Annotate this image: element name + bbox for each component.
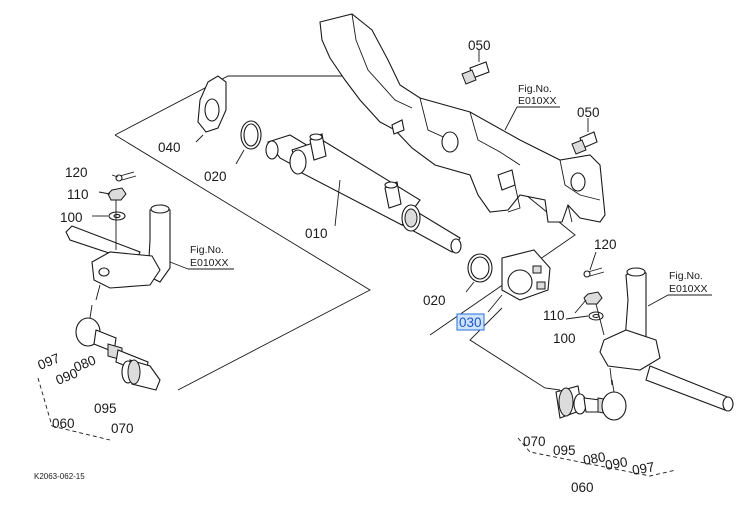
group-bracket-060-left-a [37, 377, 53, 427]
cotter-pin-120-right[interactable] [583, 267, 605, 278]
knuckle-arm-left [65, 204, 171, 301]
cotter-pin-120-left[interactable] [115, 171, 137, 182]
figref-top-code: E010XX [518, 95, 557, 107]
label-100-right[interactable]: 100 [553, 331, 576, 346]
nut-110-left[interactable] [107, 187, 127, 201]
label-030-highlight [456, 313, 485, 331]
adjuster-095-right[interactable] [573, 393, 587, 415]
label-050-lower[interactable]: 050 [577, 105, 600, 120]
tie-rod-end-070-left[interactable] [127, 359, 161, 391]
washer-100-left[interactable] [108, 211, 126, 221]
figref-left-title: Fig.No. [190, 244, 224, 256]
label-050-upper[interactable]: 050 [468, 38, 491, 53]
figref-left-code: E010XX [190, 257, 229, 269]
label-100-left[interactable]: 100 [60, 210, 83, 225]
label-095-left[interactable]: 095 [94, 401, 117, 416]
label-110-left[interactable]: 110 [67, 187, 89, 202]
leader-lines [92, 50, 597, 320]
bolt-050-upper[interactable] [461, 55, 490, 85]
label-060-right[interactable]: 060 [571, 480, 594, 495]
tie-rod-end-097-right[interactable] [601, 379, 627, 421]
right-pin-axis [595, 303, 605, 336]
group-bracket-060-right [517, 437, 677, 477]
figref-top-title: Fig.No. [518, 83, 552, 95]
part-labels: 050 050 040 020 010 020 030 120 110 100 … [36, 38, 656, 495]
nut-110-right[interactable] [583, 291, 603, 305]
label-080-left[interactable]: 080 [72, 352, 99, 374]
label-040[interactable]: 040 [158, 140, 181, 155]
label-095-right[interactable]: 095 [553, 443, 576, 458]
bracket-040[interactable] [195, 75, 227, 143]
bolt-050-lower[interactable] [571, 124, 598, 155]
label-070-right[interactable]: 070 [523, 434, 546, 449]
figref-left[interactable]: Fig.No. E010XX [169, 244, 234, 270]
knuckle-arm-right [599, 267, 734, 412]
o-ring-020-upper[interactable] [235, 120, 262, 165]
figref-right-title: Fig.No. [669, 270, 703, 282]
label-070-left[interactable]: 070 [111, 421, 134, 436]
washer-100-right[interactable] [588, 311, 604, 321]
label-090-right[interactable]: 090 [604, 454, 629, 473]
bracket-030[interactable] [487, 249, 551, 313]
label-120-left[interactable]: 120 [65, 165, 88, 180]
label-110-right[interactable]: 110 [543, 308, 565, 323]
o-ring-020-lower[interactable] [465, 253, 493, 293]
cylinder-010[interactable] [265, 133, 462, 254]
figref-right[interactable]: Fig.No. E010XX [647, 270, 712, 307]
group-bracket-060-left-b [51, 425, 111, 441]
label-120-right[interactable]: 120 [594, 237, 617, 252]
figref-top[interactable]: Fig.No. E010XX [504, 83, 560, 131]
label-080-right[interactable]: 080 [582, 449, 607, 468]
label-010[interactable]: 010 [305, 226, 328, 241]
label-020-upper[interactable]: 020 [204, 169, 227, 184]
axle-frame-housing [319, 13, 606, 223]
label-030[interactable]: 030 [459, 315, 482, 330]
label-097-right[interactable]: 097 [631, 459, 656, 478]
label-097-left[interactable]: 097 [36, 350, 63, 372]
label-060-left[interactable]: 060 [52, 416, 75, 431]
figref-right-code: E010XX [669, 283, 708, 295]
image-code: K2063-062-15 [34, 472, 85, 481]
assembly-frame-lines [114, 75, 576, 391]
label-020-lower[interactable]: 020 [423, 293, 446, 308]
